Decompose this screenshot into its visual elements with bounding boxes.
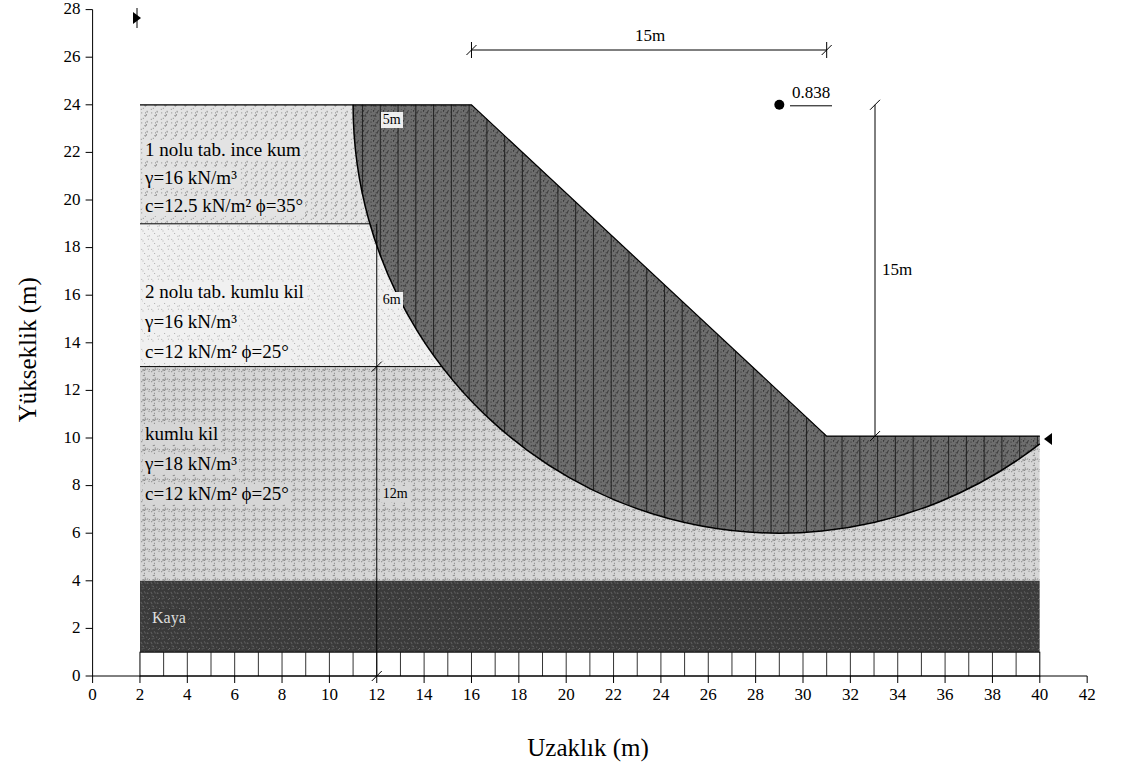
axis-tick-label: 18 — [508, 686, 529, 705]
axis-tick-label: 6 — [70, 524, 83, 543]
axis-tick-label: 10 — [62, 429, 83, 448]
axis-tick-label: 14 — [62, 334, 83, 353]
axis-tick-label: 22 — [603, 686, 624, 705]
soil-layers — [140, 105, 1040, 652]
axis-title: Uzaklık (m) — [525, 734, 650, 762]
annotation: 15m — [633, 27, 667, 46]
section-marker — [137, 8, 138, 28]
axis-tick-label: 4 — [181, 686, 194, 705]
axis-tick-label: 12 — [62, 381, 83, 400]
dimension-lines — [372, 42, 880, 681]
axis-tick-label: 38 — [982, 686, 1003, 705]
axis-tick-label: 36 — [935, 686, 956, 705]
axis-tick-label: 4 — [70, 572, 83, 591]
slices — [363, 81, 1038, 581]
axis-tick-label: 0 — [86, 686, 99, 705]
axis-tick-label: 28 — [745, 686, 766, 705]
axis-tick-label: 6 — [228, 686, 241, 705]
annotation: 6m — [381, 292, 403, 307]
annotation: c=12 kN/m² ϕ=25° — [143, 342, 291, 363]
axis-tick-label: 24 — [62, 96, 83, 115]
axis-tick-label: 10 — [319, 686, 340, 705]
circle-centre — [774, 100, 784, 110]
axis-tick-label: 28 — [62, 0, 83, 19]
axis-tick-label: 20 — [62, 191, 83, 210]
annotation: 5m — [381, 112, 403, 127]
axis-tick-label: 14 — [414, 686, 435, 705]
annotation: 2 nolu tab. kumlu kil — [143, 282, 306, 303]
axis-tick-label: 12 — [366, 686, 387, 705]
axis-tick-label: 34 — [887, 686, 908, 705]
annotation: γ=16 kN/m³ — [143, 168, 239, 189]
annotation: 12m — [381, 486, 410, 501]
axis-tick-label: 2 — [134, 686, 147, 705]
annotation: 0.838 — [790, 84, 832, 103]
axis-tick-label: 22 — [62, 143, 83, 162]
ground-surface — [140, 105, 1040, 436]
axis-tick-label: 2 — [70, 619, 83, 638]
axis-tick-label: 32 — [840, 686, 861, 705]
annotation: kumlu kil — [143, 424, 220, 445]
axis-tick-label: 8 — [70, 476, 83, 495]
axis-tick-label: 26 — [698, 686, 719, 705]
axis-tick-label: 16 — [62, 286, 83, 305]
axis-tick-label: 20 — [556, 686, 577, 705]
axis-tick-label: 30 — [793, 686, 814, 705]
slip-circle — [353, 105, 1040, 533]
axis-tick-label: 16 — [461, 686, 482, 705]
annotation: Kaya — [150, 609, 188, 627]
axis-tick-label: 40 — [1029, 686, 1050, 705]
axis-tick-label: 24 — [650, 686, 671, 705]
axis-tick-label: 42 — [1077, 686, 1098, 705]
axis-tick-label: 18 — [62, 238, 83, 257]
axis-tick-label: 0 — [70, 667, 83, 686]
sliding-mass — [353, 105, 1040, 533]
annotation: γ=18 kN/m³ — [143, 454, 239, 475]
annotation: 15m — [880, 261, 914, 280]
section-marker — [1044, 433, 1052, 445]
axes — [86, 10, 1088, 683]
annotation: c=12 kN/m² ϕ=25° — [143, 484, 291, 505]
axis-tick-label: 26 — [62, 48, 83, 67]
soil-layer — [140, 105, 1040, 224]
annotation: 1 nolu tab. ince kum — [143, 140, 303, 161]
base-ruler — [140, 652, 1040, 676]
annotation: c=12.5 kN/m² ϕ=35° — [143, 196, 305, 217]
axis-tick-label: 8 — [276, 686, 289, 705]
axis-title: Yükseklik (m) — [14, 275, 42, 424]
soil-layer — [140, 581, 1040, 652]
annotation: γ=16 kN/m³ — [143, 312, 239, 333]
